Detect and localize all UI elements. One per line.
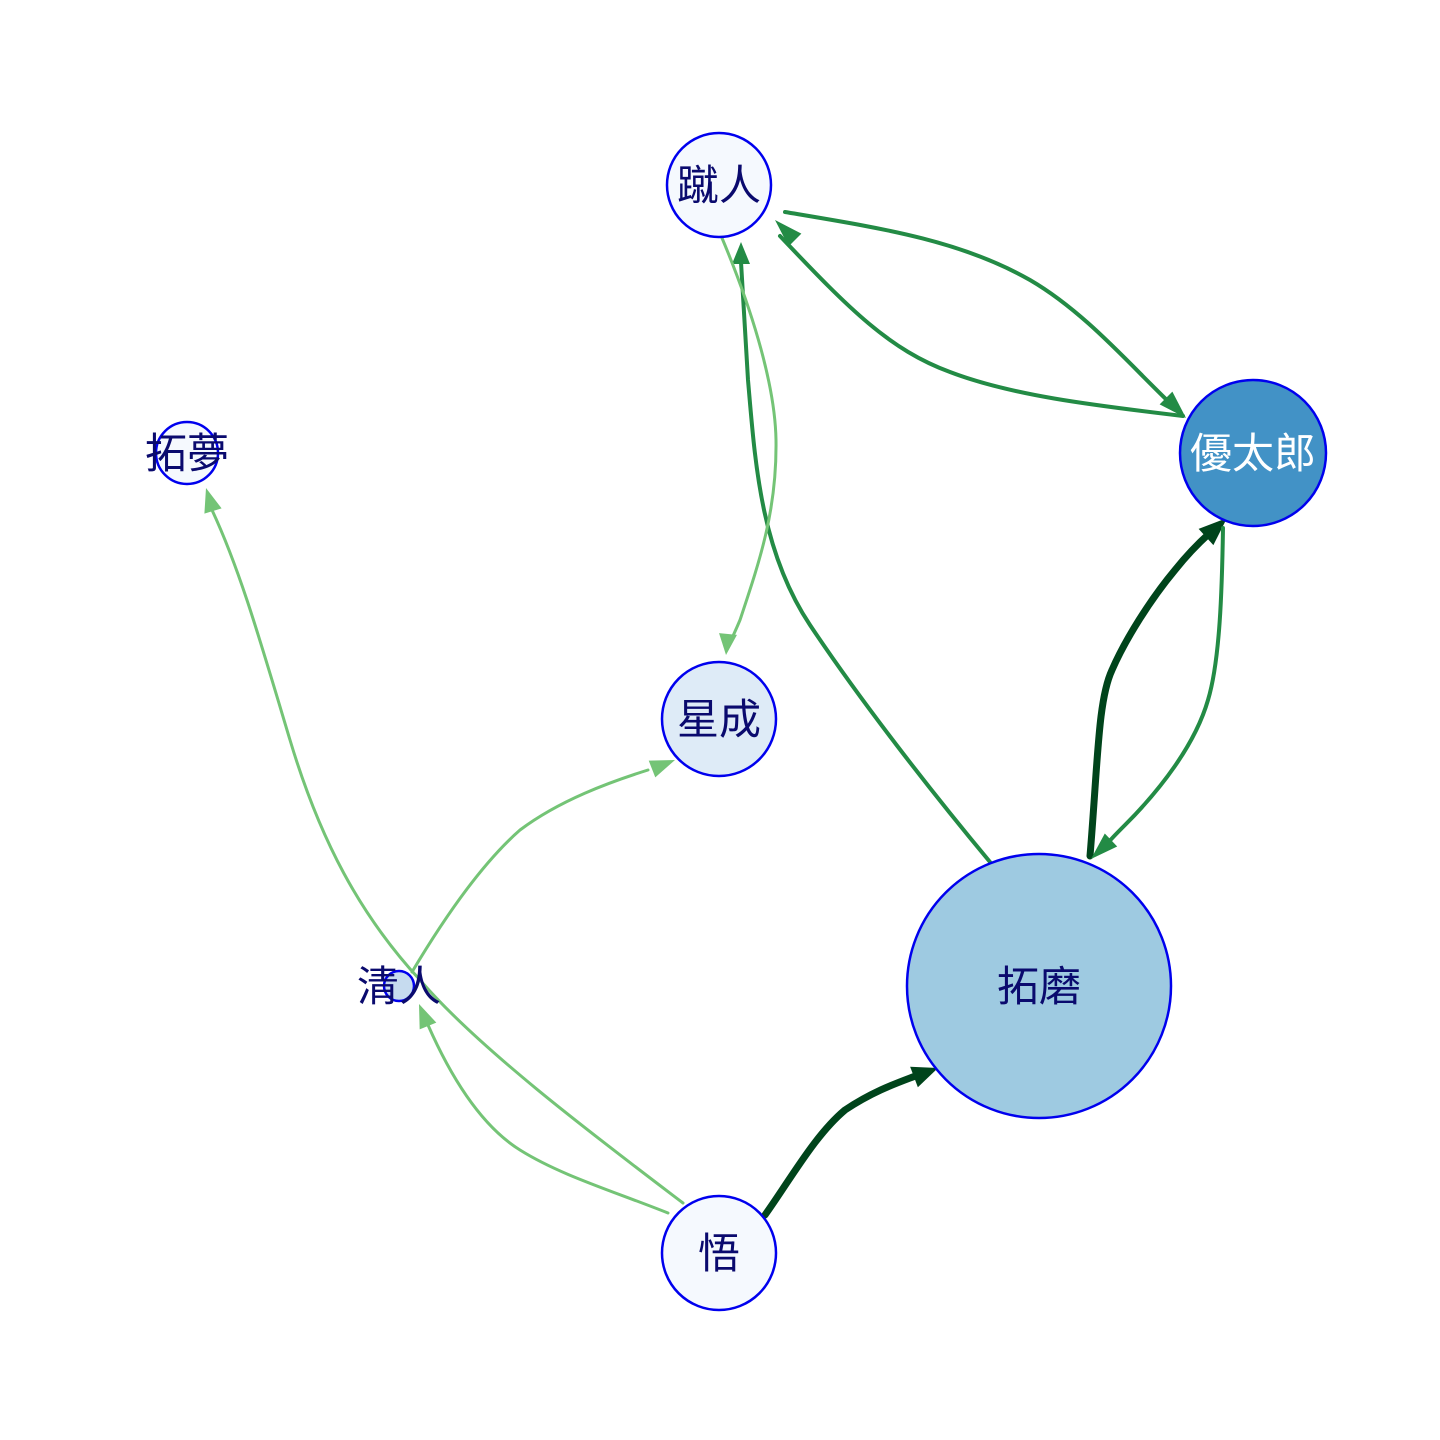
edges-layer bbox=[204, 210, 1227, 1219]
edge-takuma-to-yutaro bbox=[1086, 518, 1227, 860]
node-label: 悟 bbox=[698, 1229, 740, 1278]
edge-syujin-to-seisei bbox=[719, 236, 778, 655]
node-takuma: 拓磨 bbox=[905, 852, 1173, 1120]
node-circle bbox=[660, 1194, 778, 1312]
edge-line bbox=[720, 236, 778, 647]
edge-arrowhead bbox=[910, 1066, 938, 1088]
edge-arrowhead bbox=[419, 1004, 437, 1030]
edge-arrowhead bbox=[204, 488, 222, 514]
node-circle bbox=[905, 852, 1173, 1120]
edge-arrowhead bbox=[1091, 833, 1118, 859]
node-circle bbox=[1178, 378, 1328, 528]
node-circle bbox=[660, 660, 778, 778]
edge-yutaro-to-takuma bbox=[1091, 526, 1225, 859]
edge-satoru-to-kiyoto bbox=[419, 1004, 670, 1215]
edge-arrowhead bbox=[719, 633, 737, 655]
edge-syujin-to-yutaro bbox=[783, 210, 1186, 418]
node-label: 星成 bbox=[677, 695, 761, 744]
node-label: 拓磨 bbox=[997, 962, 1081, 1011]
edge-arrowhead bbox=[1159, 391, 1186, 418]
node-satoru: 悟 bbox=[660, 1194, 778, 1312]
edge-line bbox=[761, 1071, 922, 1219]
node-label: 優太郎 bbox=[1190, 429, 1316, 478]
edge-line bbox=[739, 260, 992, 864]
edge-arrowhead bbox=[648, 760, 675, 778]
node-syujin: 蹴人 bbox=[665, 131, 773, 239]
edge-takuma-to-syujin bbox=[732, 242, 992, 864]
edge-arrowhead bbox=[775, 220, 802, 247]
node-takumu: 拓夢 bbox=[145, 420, 229, 486]
node-label: 拓夢 bbox=[145, 429, 229, 478]
edge-yutaro-to-syujin bbox=[775, 220, 1185, 418]
node-circle bbox=[665, 131, 773, 239]
node-seisei: 星成 bbox=[660, 660, 778, 778]
edge-arrowhead bbox=[1198, 518, 1227, 546]
node-label: 蹴人 bbox=[677, 161, 761, 210]
edge-arrowhead bbox=[732, 242, 750, 264]
node-circle bbox=[154, 420, 220, 486]
edge-line bbox=[1086, 526, 1217, 860]
edge-line bbox=[783, 210, 1174, 407]
node-label: 清人 bbox=[357, 962, 441, 1011]
edge-line bbox=[1106, 526, 1225, 845]
edge-satoru-to-takuma bbox=[761, 1066, 938, 1219]
node-kiyoto: 清人 bbox=[357, 962, 441, 1011]
edge-line bbox=[410, 768, 650, 974]
edge-line bbox=[778, 234, 1185, 418]
edge-kiyoto-to-seisei bbox=[410, 760, 675, 974]
node-yutaro: 優太郎 bbox=[1178, 378, 1328, 528]
edge-line bbox=[426, 1023, 670, 1215]
edge-line bbox=[210, 508, 685, 1205]
node-circle bbox=[382, 969, 416, 1003]
edge-satoru-to-takumu bbox=[204, 488, 685, 1205]
